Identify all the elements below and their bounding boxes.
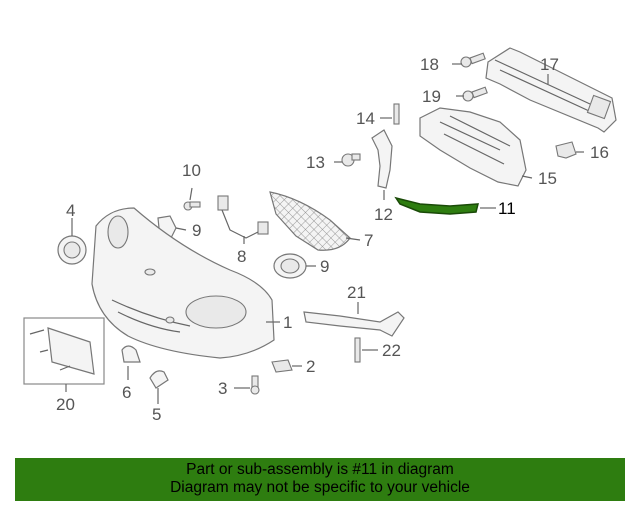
- side-bracket-part: [371, 129, 393, 189]
- callout-3: 3: [218, 379, 227, 398]
- bolt-part: [460, 52, 486, 68]
- callout-8: 8: [237, 247, 246, 266]
- bumper-reinforcement-part: [485, 47, 617, 133]
- lamp-bezel-part: [273, 253, 307, 279]
- emblem-part: [57, 235, 87, 265]
- clip-part: [121, 345, 141, 363]
- callout-6: 6: [122, 383, 131, 402]
- highlighted-part-11: [394, 196, 479, 215]
- callout-2: 2: [306, 357, 315, 376]
- callout-20: 20: [56, 395, 75, 414]
- screw-part: [250, 375, 260, 395]
- callout-13: 13: [306, 153, 325, 172]
- energy-absorber-part: [419, 107, 527, 187]
- stud-part: [393, 103, 400, 125]
- bracket-part: [555, 141, 577, 159]
- banner-line-2: Diagram may not be specific to your vehi…: [170, 479, 470, 496]
- callout-16: 16: [590, 143, 609, 162]
- callout-9a: 9: [192, 221, 201, 240]
- callout-1: 1: [283, 313, 292, 332]
- callout-11: 11: [498, 199, 516, 218]
- callout-7: 7: [364, 231, 373, 250]
- banner-line-1: Part or sub-assembly is #11 in diagram: [186, 461, 454, 478]
- bracket-set-part: [217, 195, 269, 239]
- callout-12: 12: [374, 205, 393, 224]
- pin-part: [354, 337, 361, 363]
- callout-21: 21: [347, 283, 366, 302]
- bolt-part: [462, 86, 488, 102]
- bolt-part: [183, 201, 201, 211]
- callout-19: 19: [422, 87, 441, 106]
- clip-part: [271, 359, 293, 373]
- grille-part: [269, 191, 351, 251]
- bolt-part: [341, 153, 361, 167]
- callout-17: 17: [540, 55, 559, 74]
- callout-14: 14: [356, 109, 375, 128]
- fitment-notice-banner: Part or sub-assembly is #11 in diagram D…: [15, 458, 625, 501]
- callout-22: 22: [382, 341, 401, 360]
- callout-10: 10: [182, 161, 201, 180]
- bumper-cover-part: [91, 207, 275, 359]
- callout-15: 15: [538, 169, 557, 188]
- callout-5: 5: [152, 405, 161, 424]
- leader-lines: [65, 63, 584, 404]
- callout-9b: 9: [320, 257, 329, 276]
- tow-hook-part: [149, 370, 169, 389]
- parts-diagram: 18 17 19 14 16 13 15 10 11 4 12 9 7 8 9 …: [23, 47, 617, 424]
- license-bracket-part: [23, 317, 105, 385]
- callout-18: 18: [420, 55, 439, 74]
- callout-4: 4: [66, 201, 75, 220]
- lower-trim-part: [303, 311, 405, 337]
